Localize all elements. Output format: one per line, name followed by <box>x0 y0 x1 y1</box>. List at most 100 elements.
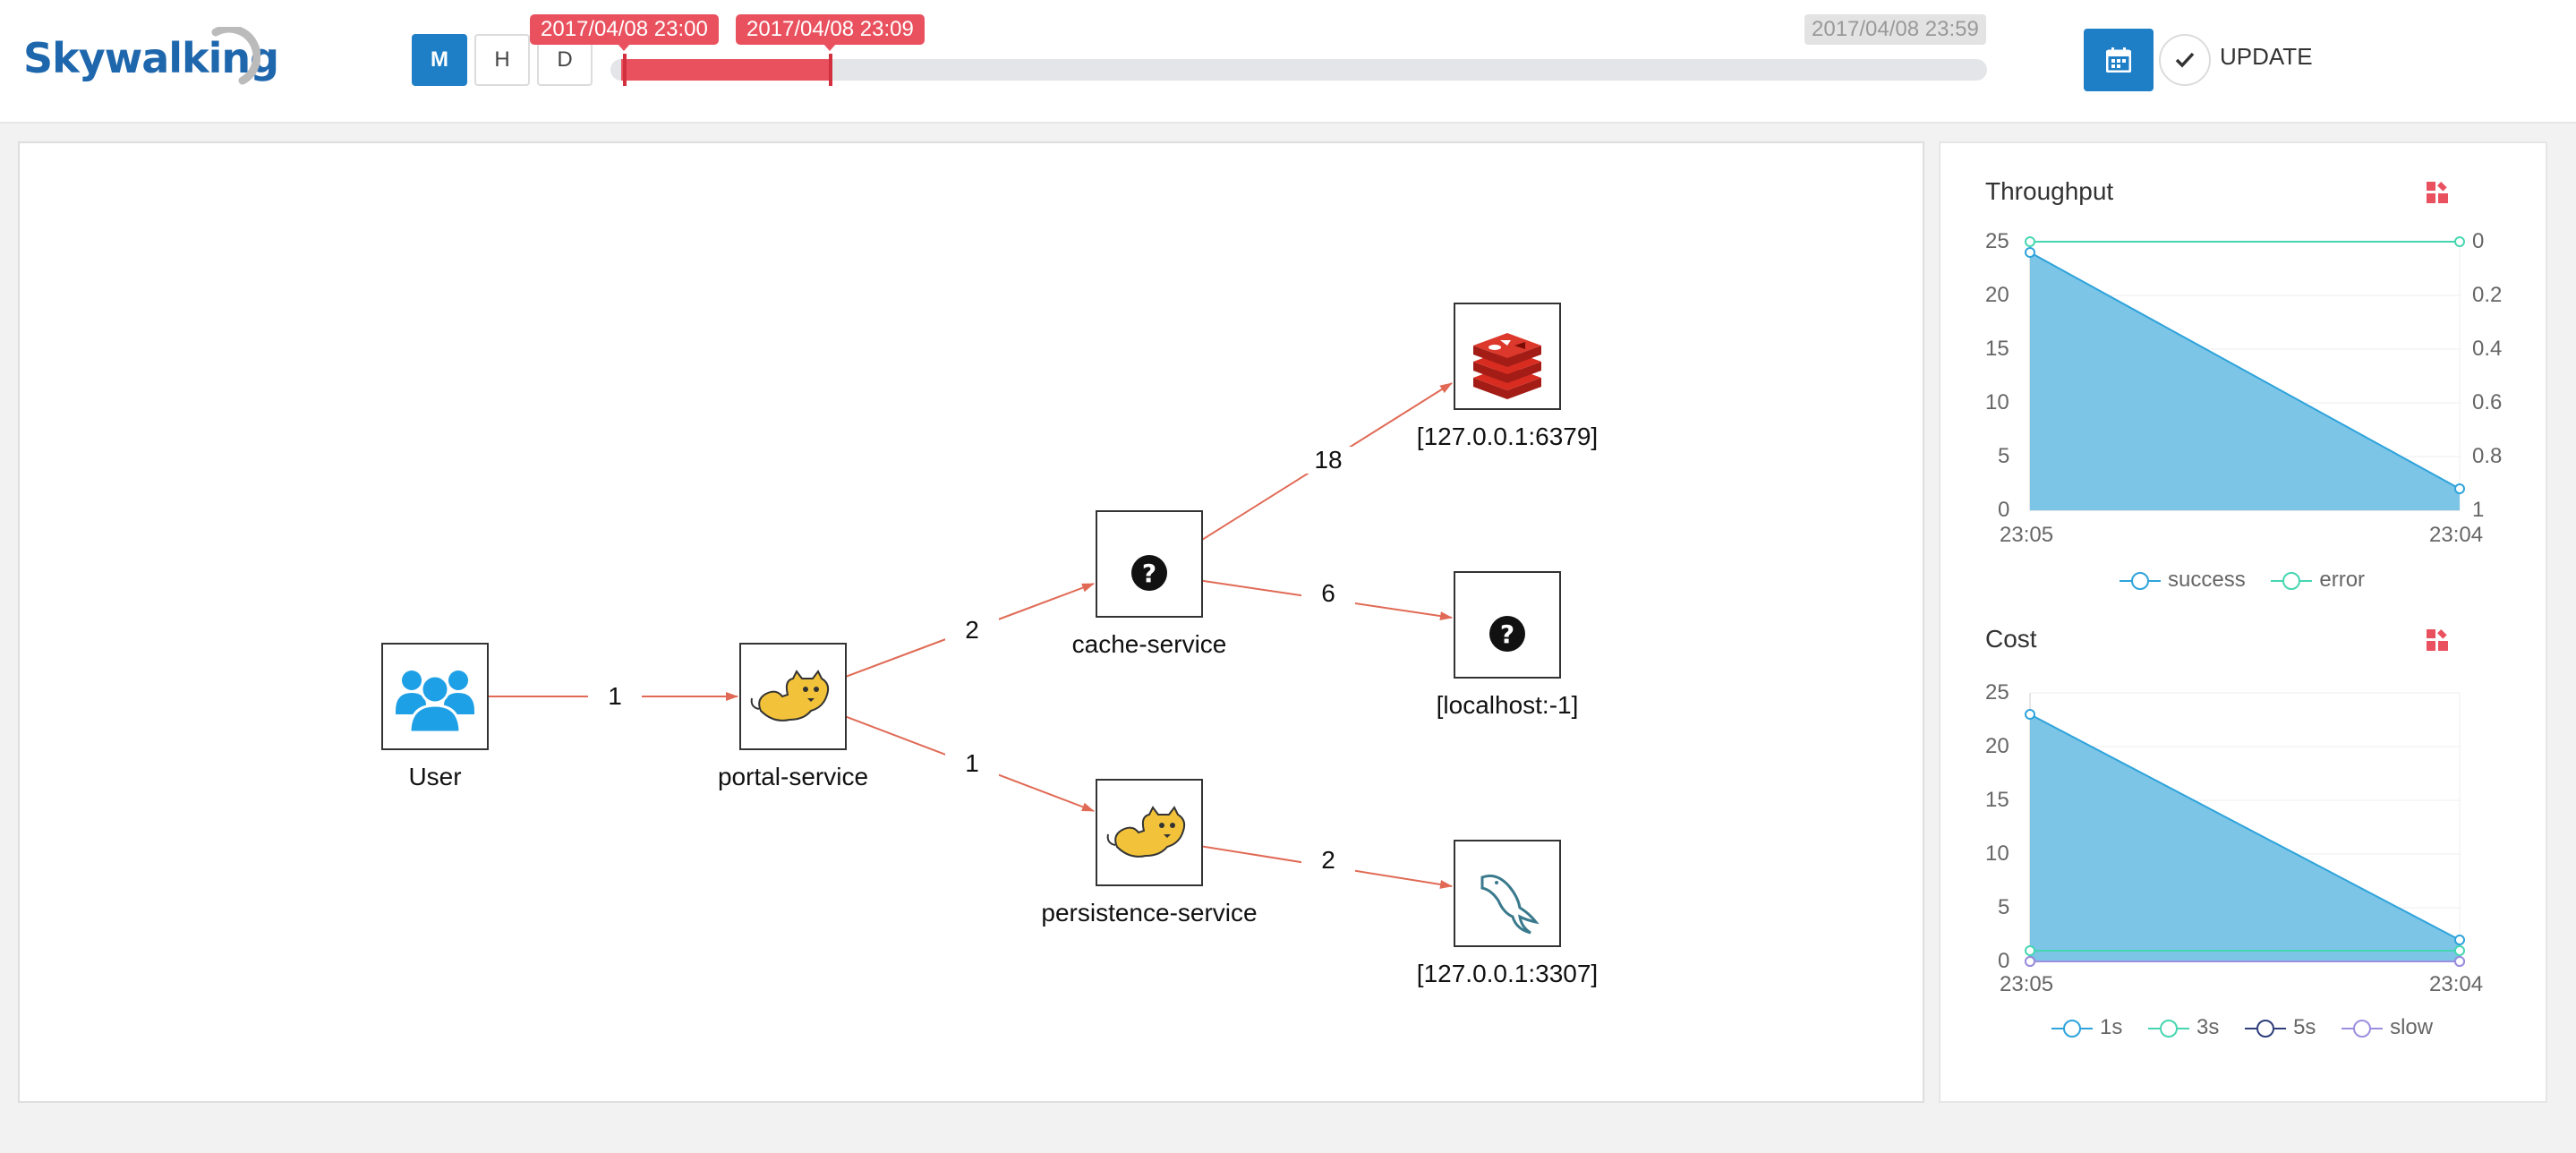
node-label-cache-service: cache-service <box>1071 630 1227 658</box>
x-tick: 23:04 <box>2429 523 2484 547</box>
legend-item-success[interactable]: success <box>2120 568 2246 593</box>
node-portal-service[interactable] <box>739 643 847 750</box>
redis-icon <box>1473 333 1541 399</box>
data-point-1s-0 <box>2025 709 2035 720</box>
throughput-title: Throughput <box>1985 177 2114 205</box>
cost-title: Cost <box>1985 625 2037 653</box>
series-line-1s <box>2029 713 2461 941</box>
x-tick: 23:05 <box>2000 523 2054 547</box>
calendar-icon <box>2106 47 2131 73</box>
y-tick: 10 <box>1985 390 2009 414</box>
y-tick: 10 <box>1985 841 2009 866</box>
y-tick: 15 <box>1985 337 2009 361</box>
legend-line-icon <box>2245 1019 2287 1038</box>
node-label-portal-service: portal-service <box>717 763 869 790</box>
calendar-button[interactable] <box>2084 29 2154 91</box>
users-icon <box>396 670 474 734</box>
legend-label: 3s <box>2196 1015 2220 1039</box>
node-label-persistence-service: persistence-service <box>1041 899 1258 927</box>
y2-tick: 0 <box>2472 229 2485 253</box>
data-point-success-0 <box>2025 247 2035 258</box>
cost-plot[interactable] <box>1941 591 2549 985</box>
y2-tick: 0.6 <box>2472 390 2503 414</box>
unknown-icon: ? <box>1131 555 1167 591</box>
range-end-tag: 2017/04/08 23:09 <box>736 14 925 51</box>
legend-item-1s[interactable]: 1s <box>2051 1015 2122 1040</box>
mysql-icon <box>1480 874 1540 935</box>
legend-label: error <box>2319 568 2366 592</box>
data-point-1s-1 <box>2454 935 2465 945</box>
y-tick: 25 <box>1985 229 2009 253</box>
node-label-mysql: [127.0.0.1:3307] <box>1416 960 1599 987</box>
data-point-success-1 <box>2454 483 2465 494</box>
legend-line-icon <box>2341 1019 2384 1038</box>
timeline-end-handle[interactable] <box>829 54 832 86</box>
y-tick: 25 <box>1985 680 2009 705</box>
legend-label: success <box>2168 568 2246 592</box>
edge-label-cache-localhost: 6 <box>1301 580 1355 607</box>
mode-button-hour[interactable]: H <box>474 34 530 86</box>
node-redis[interactable] <box>1454 303 1561 410</box>
legend-label: 1s <box>2100 1015 2123 1039</box>
legend-line-icon <box>2120 571 2161 590</box>
node-persistence-service[interactable] <box>1096 779 1203 886</box>
y2-tick: 0.2 <box>2472 283 2503 307</box>
y2-tick: 0.4 <box>2472 337 2503 361</box>
y-tick: 0 <box>1998 498 2010 522</box>
edge-label-portal-cache: 2 <box>945 617 999 644</box>
range-start-tag: 2017/04/08 23:00 <box>530 14 719 51</box>
timeline-selected-range[interactable] <box>621 59 832 81</box>
svg-text:?: ? <box>1500 619 1514 649</box>
metrics-panel: Throughput 25 20 15 10 5 0 0 0.2 0.4 0.6… <box>1939 141 2547 1103</box>
svg-text:?: ? <box>1142 559 1156 588</box>
node-label-user: User <box>408 763 462 790</box>
edge-label-user-portal: 1 <box>588 683 642 710</box>
timeline-slider-track[interactable] <box>610 59 1987 81</box>
chart-toggle-icon[interactable] <box>2426 181 2449 204</box>
y-tick: 0 <box>1998 949 2010 973</box>
legend-label: 5s <box>2293 1015 2316 1039</box>
update-label[interactable]: UPDATE <box>2220 43 2313 70</box>
check-icon <box>2175 52 2195 68</box>
topology-panel[interactable]: 1 2 1 18 6 2 User portal-service ? cache… <box>18 141 1924 1103</box>
node-mysql[interactable] <box>1454 840 1561 947</box>
update-button[interactable] <box>2159 34 2211 86</box>
cost-legend: 1s 3s 5s slow <box>2051 1015 2452 1040</box>
data-point-3s-1 <box>2454 945 2465 956</box>
timeline-end-tag: 2017/04/08 23:59 <box>1804 14 1986 45</box>
legend-item-3s[interactable]: 3s <box>2148 1015 2219 1040</box>
legend-item-slow[interactable]: slow <box>2341 1015 2433 1040</box>
unknown-icon: ? <box>1489 616 1525 652</box>
tomcat-icon <box>1106 806 1186 858</box>
y-tick: 20 <box>1985 283 2009 307</box>
x-tick: 23:05 <box>2000 972 2054 996</box>
node-cache-service[interactable]: ? <box>1096 510 1203 618</box>
y2-tick: 1 <box>2472 498 2485 522</box>
node-user[interactable] <box>381 643 489 750</box>
timeline-start-handle[interactable] <box>623 54 627 86</box>
series-line-success <box>2029 252 2461 490</box>
series-area-success <box>2030 252 2460 510</box>
app-logo-text: Skywalking <box>23 34 279 82</box>
throughput-plot[interactable] <box>1941 143 2549 537</box>
legend-line-icon <box>2148 1019 2190 1038</box>
node-label-localhost: [localhost:-1] <box>1436 691 1579 719</box>
data-point-error-0 <box>2025 236 2035 247</box>
logo-arc-icon <box>211 27 260 85</box>
chart-toggle-icon[interactable] <box>2426 628 2449 652</box>
edge-label-portal-persistence: 1 <box>945 750 999 777</box>
data-point-error-1 <box>2454 236 2465 247</box>
top-bar: Skywalking M H D 2017/04/08 23:00 2017/0… <box>0 0 2576 124</box>
data-point-slow-1 <box>2454 956 2465 967</box>
legend-item-error[interactable]: error <box>2271 568 2365 593</box>
y2-tick: 0.8 <box>2472 444 2503 468</box>
data-point-slow-0 <box>2025 956 2035 967</box>
y-tick: 15 <box>1985 788 2009 812</box>
node-localhost[interactable]: ? <box>1454 571 1561 679</box>
mode-button-minute[interactable]: M <box>412 34 467 86</box>
edge-label-cache-redis: 18 <box>1301 447 1355 474</box>
y-tick: 20 <box>1985 734 2009 758</box>
tomcat-icon <box>750 670 830 722</box>
series-area-1s <box>2030 714 2460 961</box>
legend-item-5s[interactable]: 5s <box>2245 1015 2316 1040</box>
